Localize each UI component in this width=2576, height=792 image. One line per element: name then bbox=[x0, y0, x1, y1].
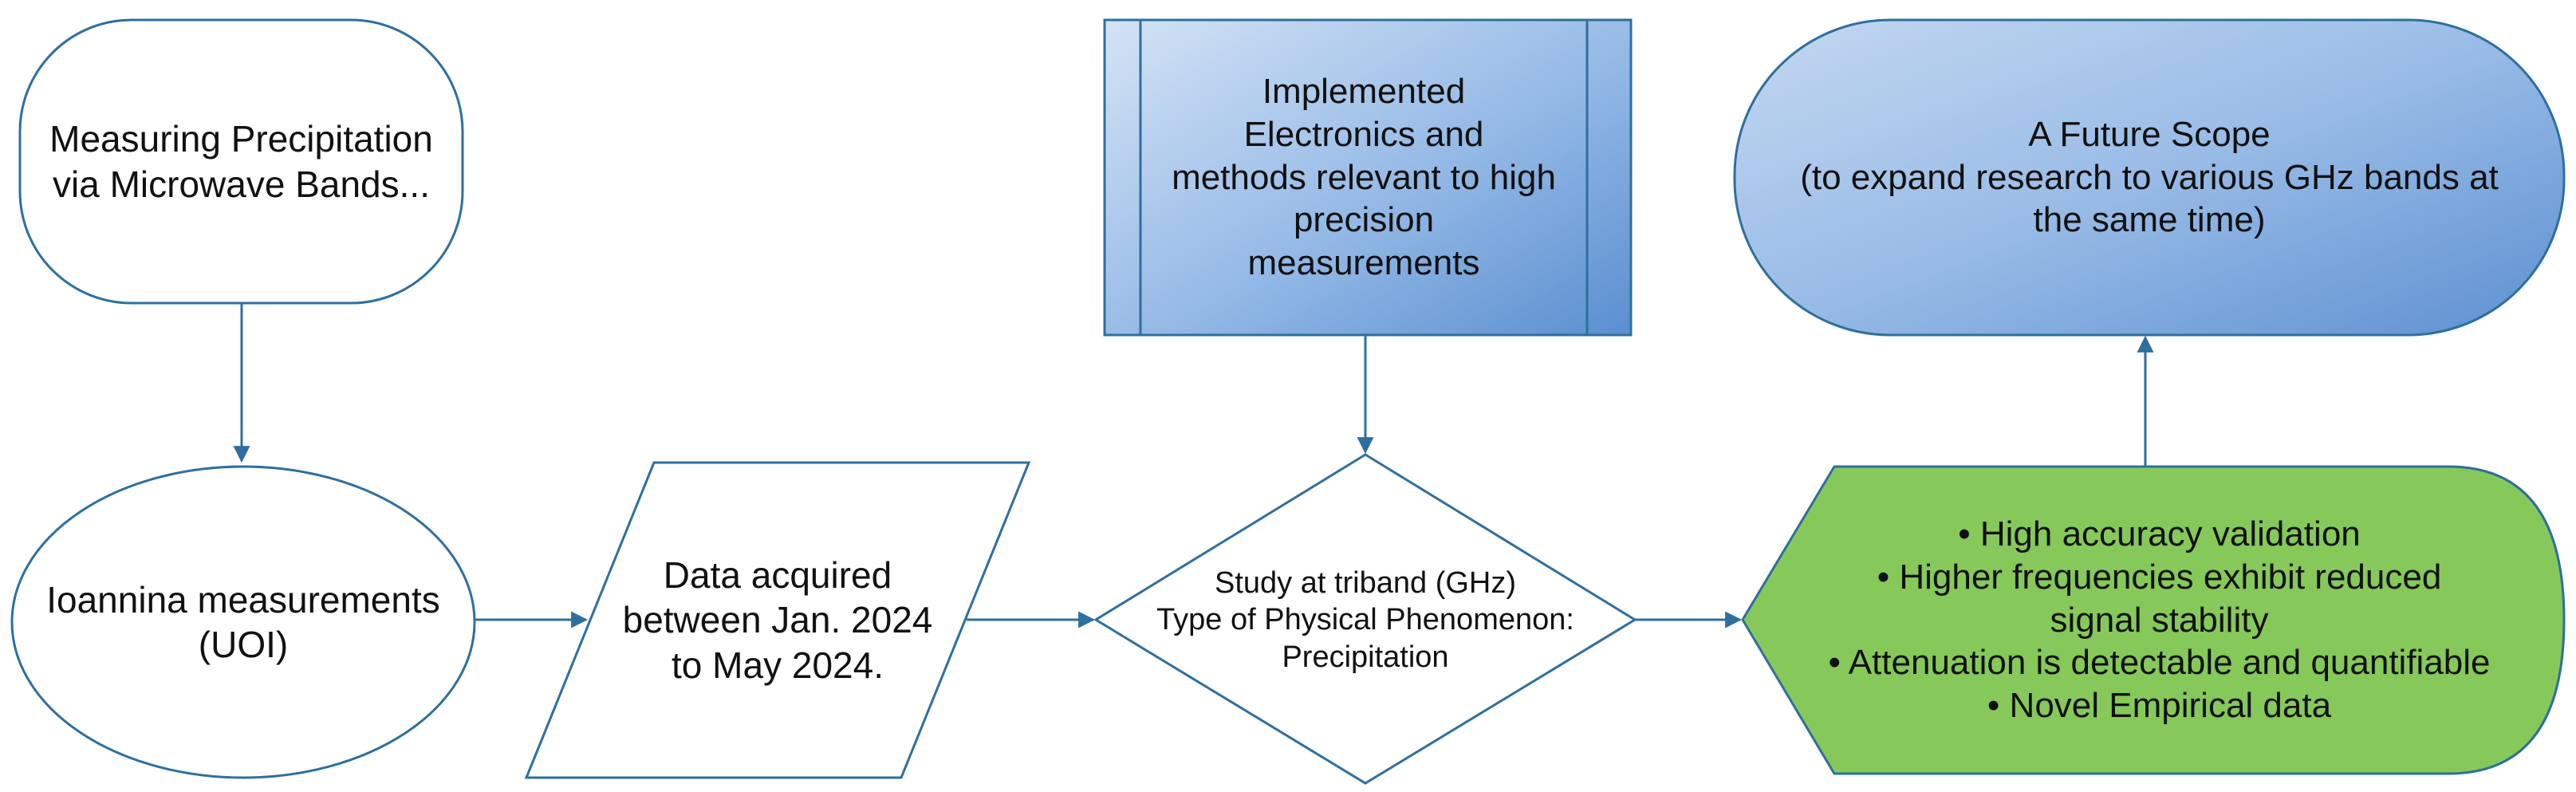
electronics-process-shape bbox=[1103, 18, 1633, 337]
start-node-line: Measuring Precipitation bbox=[49, 118, 433, 160]
data-node-text: Data acquired between Jan. 2024 to May 2… bbox=[590, 479, 965, 762]
ioannina-node-text: Ioannina measurements (UOI) bbox=[12, 467, 475, 778]
electronics-node-text: Implemented Electronics and methods rele… bbox=[1142, 24, 1585, 331]
future-node-line: the same time) bbox=[2033, 200, 2266, 240]
ioannina-ellipse-shape bbox=[10, 465, 476, 779]
study-node-line: Type of Physical Phenomenon: bbox=[1156, 603, 1574, 637]
future-node-line: (to expand research to various GHz bands… bbox=[1800, 157, 2499, 197]
data-node-line: between Jan. 2024 bbox=[622, 599, 933, 641]
data-parallelogram-shape bbox=[524, 461, 1031, 779]
data-node-line: to May 2024. bbox=[672, 644, 884, 686]
future-scope-terminator-shape bbox=[1733, 18, 2566, 337]
ioannina-node-line: (UOI) bbox=[198, 624, 289, 665]
electronics-node-line: precision bbox=[1293, 200, 1435, 240]
future-node-text: A Future Scope (to expand research to va… bbox=[1739, 20, 2560, 335]
results-node-line: signal stability bbox=[2050, 600, 2269, 640]
start-node-line: via Microwave Bands... bbox=[53, 163, 430, 205]
data-node-line: Data acquired bbox=[663, 554, 892, 597]
start-node-text: Measuring Precipitation via Microwave Ba… bbox=[20, 20, 463, 303]
study-node-text: Study at triband (GHz) Type of Physical … bbox=[1148, 542, 1582, 698]
electronics-node-line: Implemented bbox=[1262, 72, 1466, 112]
results-node-line: • Attenuation is detectable and quantifi… bbox=[1828, 643, 2491, 683]
electronics-node-line: methods relevant to high bbox=[1172, 157, 1556, 197]
ioannina-node-line: Ioannina measurements bbox=[46, 578, 440, 621]
future-node-line: A Future Scope bbox=[2028, 114, 2271, 154]
results-display-shape bbox=[1741, 465, 2566, 775]
electronics-node-line: measurements bbox=[1247, 243, 1480, 282]
study-node-line: Study at triband (GHz) bbox=[1214, 565, 1517, 600]
results-node-text: • High accuracy validation • Higher freq… bbox=[1755, 471, 2564, 770]
study-decision-diamond-shape bbox=[1093, 453, 1637, 785]
results-node-line: • Novel Empirical data bbox=[1987, 686, 2332, 725]
study-node-line: Precipitation bbox=[1282, 640, 1449, 674]
results-node-line: • High accuracy validation bbox=[1958, 514, 2361, 554]
electronics-node-line: Electronics and bbox=[1243, 114, 1484, 154]
results-node-line: • Higher frequencies exhibit reduced bbox=[1877, 557, 2442, 597]
